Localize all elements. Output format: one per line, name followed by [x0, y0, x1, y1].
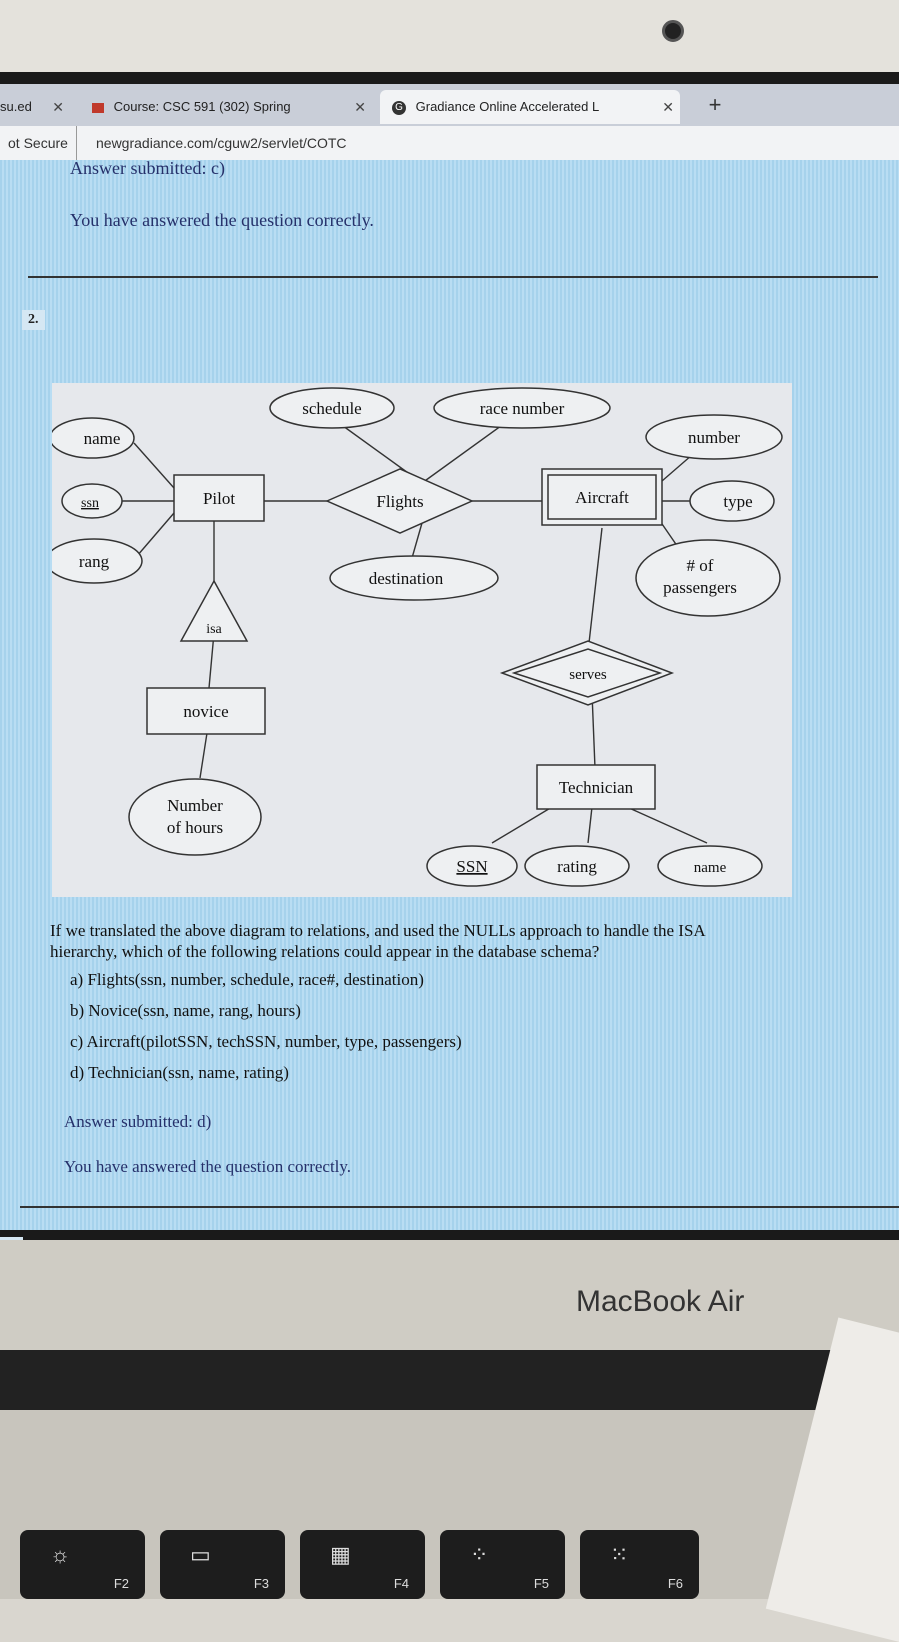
divider	[28, 276, 878, 278]
key-label: F2	[113, 1576, 129, 1591]
brand-label: MacBook Air	[576, 1285, 745, 1318]
tab-gradiance[interactable]: G Gradiance Online Accelerated L ✕	[380, 90, 680, 124]
keyboard-light-icon: ⁘	[470, 1542, 489, 1567]
key-f6[interactable]: ⁙ F6	[580, 1530, 699, 1599]
browser-tab-bar: su.ed ✕ Course: CSC 591 (302) Spring ✕ G…	[0, 84, 899, 126]
attr-destination: destination	[369, 569, 444, 588]
gradiance-favicon-icon: G	[392, 100, 406, 115]
attr-number: number	[688, 428, 740, 447]
attr-tech-ssn: SSN	[456, 857, 487, 876]
close-icon[interactable]: ✕	[662, 99, 674, 115]
attr-ssn: ssn	[81, 496, 99, 511]
address-bar[interactable]: ot Secure newgradiance.com/cguw2/servlet…	[0, 126, 899, 160]
attr-passengers-line1: # of	[687, 556, 714, 575]
close-icon[interactable]: ✕	[354, 99, 366, 115]
attr-rang: rang	[79, 552, 110, 571]
laptop-bottom-bezel: MacBook Air	[0, 1240, 899, 1350]
key-f2[interactable]: ☼ F2	[20, 1530, 145, 1599]
key-f5[interactable]: ⁘ F5	[440, 1530, 565, 1599]
divider	[20, 1206, 899, 1208]
close-icon[interactable]: ✕	[52, 99, 64, 115]
result-q1: You have answered the question correctly…	[70, 210, 374, 230]
attr-tech-name: name	[694, 860, 727, 876]
attr-pilot-name: name	[84, 429, 121, 448]
relationship-flights: Flights	[376, 492, 423, 511]
attr-rating: rating	[557, 857, 597, 876]
brightness-icon: ☼	[50, 1542, 71, 1567]
laptop-top-bezel	[0, 0, 899, 72]
answer-options: a) Flights(ssn, number, schedule, race#,…	[70, 970, 462, 1094]
attr-hours-line2: of hours	[167, 818, 223, 837]
url-text[interactable]: newgradiance.com/cguw2/servlet/COTC	[96, 135, 347, 151]
tab-label: su.ed	[0, 99, 32, 114]
key-f3[interactable]: ▭ F3	[160, 1530, 285, 1599]
security-indicator[interactable]: ot Secure	[0, 126, 77, 160]
er-diagram: schedule race number name number ssn typ…	[45, 383, 792, 897]
tab-suedu[interactable]: su.ed ✕	[0, 90, 70, 124]
option-a: a) Flights(ssn, number, schedule, race#,…	[70, 970, 424, 989]
keyboard-light-icon: ⁙	[610, 1542, 629, 1567]
tab-label: Course: CSC 591 (302) Spring	[113, 99, 291, 114]
key-label: F4	[393, 1576, 409, 1591]
relationship-isa: isa	[206, 622, 222, 637]
relationship-serves: serves	[569, 667, 607, 683]
launchpad-icon: ▦	[330, 1542, 351, 1567]
entity-pilot: Pilot	[203, 489, 235, 508]
answer-submitted-q1: Answer submitted: c)	[70, 158, 225, 178]
option-b: b) Novice(ssn, name, rang, hours)	[70, 1001, 301, 1020]
option-d: d) Technician(ssn, name, rating)	[70, 1063, 289, 1082]
question-text: If we translated the above diagram to re…	[50, 920, 880, 962]
key-label: F3	[253, 1576, 269, 1591]
option-c: c) Aircraft(pilotSSN, techSSN, number, t…	[70, 1032, 462, 1051]
question-line: hierarchy, which of the following relati…	[50, 942, 600, 961]
new-tab-plus-icon[interactable]: +	[708, 92, 722, 117]
question-line: If we translated the above diagram to re…	[50, 921, 706, 940]
entity-novice: novice	[183, 702, 228, 721]
page-content: Answer submitted: c) You have answered t…	[0, 158, 899, 1240]
key-label: F5	[533, 1576, 549, 1591]
attr-schedule: schedule	[302, 399, 361, 418]
laptop-screen: su.ed ✕ Course: CSC 591 (302) Spring ✕ G…	[0, 72, 899, 1240]
attr-passengers-line2: passengers	[663, 578, 737, 597]
mission-control-icon: ▭	[190, 1542, 211, 1567]
question-number: 2.	[22, 310, 45, 330]
key-f4[interactable]: ▦ F4	[300, 1530, 425, 1599]
course-favicon-icon	[92, 102, 104, 113]
result-q2: You have answered the question correctly…	[64, 1157, 352, 1176]
answer-submitted-q2: Answer submitted: d)	[64, 1112, 212, 1131]
key-label: F6	[667, 1576, 683, 1591]
attr-hours-line1: Number	[167, 796, 223, 815]
laptop-hinge	[0, 1350, 899, 1410]
camera-icon	[662, 20, 684, 42]
attr-type: type	[723, 492, 752, 511]
entity-aircraft: Aircraft	[575, 488, 629, 507]
entity-technician: Technician	[559, 778, 634, 797]
tab-label: Gradiance Online Accelerated L	[415, 99, 600, 114]
attr-race-number: race number	[480, 399, 565, 418]
question-number: 3.	[0, 1237, 23, 1240]
tab-course[interactable]: Course: CSC 591 (302) Spring ✕	[92, 90, 372, 124]
